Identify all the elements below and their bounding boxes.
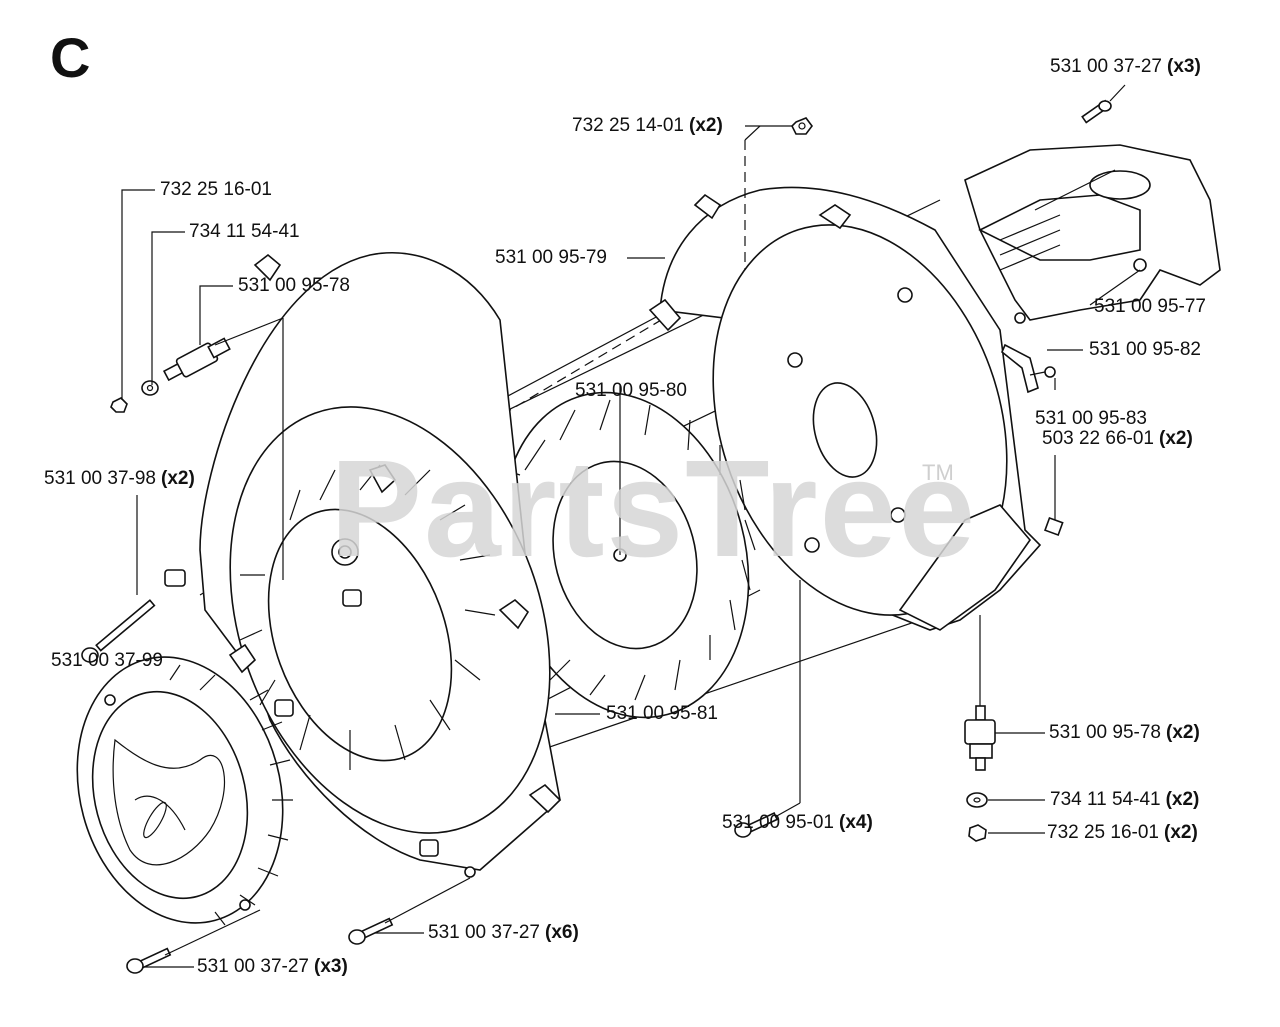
callout-screw-center[interactable]: 531 00 95-01(x4) <box>722 812 873 834</box>
watermark-trademark: TM <box>922 460 954 485</box>
part-quantity: (x3) <box>314 956 348 977</box>
bracket-right <box>1001 343 1056 394</box>
fan-part <box>487 391 756 719</box>
callout-cylinder-cover[interactable]: 531 00 95-77 <box>1094 296 1206 318</box>
callout-rear-housing[interactable]: 531 00 95-79 <box>495 247 607 269</box>
callout-nut-top[interactable]: 732 25 14-01(x2) <box>572 115 723 137</box>
part-number: 734 11 54-41 <box>189 221 300 242</box>
nut-top <box>791 117 813 135</box>
cylinder-cover-part <box>964 144 1221 324</box>
callout-screw-bottom-left[interactable]: 531 00 37-27(x3) <box>197 956 348 978</box>
stud-left <box>162 337 231 382</box>
washer-right <box>966 792 988 808</box>
callout-washer-left[interactable]: 734 11 54-41 <box>189 221 300 243</box>
part-quantity: (x2) <box>1159 428 1193 449</box>
front-housing-part <box>164 252 562 878</box>
callout-bracket-right[interactable]: 531 00 95-82 <box>1089 339 1201 361</box>
callout-mount-right[interactable]: 531 00 95-78(x2) <box>1049 722 1200 744</box>
part-number: 531 00 95-77 <box>1094 296 1206 317</box>
part-number: 732 25 14-01 <box>572 115 684 136</box>
callout-stud-left[interactable]: 531 00 95-78 <box>238 275 350 297</box>
part-number: 531 00 95-79 <box>495 247 607 268</box>
part-number: 531 00 95-82 <box>1089 339 1201 360</box>
callout-front-housing[interactable]: 531 00 95-81 <box>606 703 718 725</box>
part-number: 531 00 95-78 <box>238 275 350 296</box>
part-number: 503 22 66-01 <box>1042 428 1154 449</box>
part-number: 732 25 16-01 <box>1047 822 1159 843</box>
part-number: 531 00 37-27 <box>1050 56 1162 77</box>
part-number: 531 00 95-83 <box>1035 408 1147 429</box>
callout-washer-right[interactable]: 734 11 54-41(x2) <box>1050 789 1199 811</box>
part-quantity: (x2) <box>1165 789 1200 810</box>
part-quantity: (x2) <box>689 115 723 136</box>
part-quantity: (x6) <box>545 922 579 943</box>
callout-screw-top-right[interactable]: 531 00 37-27(x3) <box>1050 56 1201 78</box>
callout-nut-right[interactable]: 732 25 16-01(x2) <box>1047 822 1198 844</box>
washer-left <box>141 380 159 396</box>
part-quantity: (x2) <box>1166 722 1200 743</box>
screw-top-right <box>1081 99 1112 124</box>
leader-lines <box>121 84 1141 968</box>
nut-left <box>110 397 128 413</box>
callout-screw-bracket[interactable]: 531 00 95-83 <box>1035 408 1147 430</box>
part-number: 734 11 54-41 <box>1050 789 1161 810</box>
part-number: 531 00 37-27 <box>428 922 540 943</box>
square-nut-right <box>1044 516 1064 536</box>
part-number: 531 00 95-01 <box>722 812 834 833</box>
part-quantity: (x3) <box>1167 56 1201 77</box>
part-quantity: (x4) <box>839 812 873 833</box>
watermark-text: PartsTree <box>330 432 978 586</box>
callout-nut-left[interactable]: 732 25 16-01 <box>160 179 272 201</box>
callout-starter-cover[interactable]: 531 00 37-99 <box>51 650 163 672</box>
part-number: 531 00 95-81 <box>606 703 718 724</box>
screw-bottom-left <box>126 947 172 974</box>
part-number: 732 25 16-01 <box>160 179 272 200</box>
callout-bolt-left[interactable]: 531 00 37-98(x2) <box>44 468 195 490</box>
part-number: 531 00 95-78 <box>1049 722 1161 743</box>
part-quantity: (x2) <box>161 468 195 489</box>
callout-fan[interactable]: 531 00 95-80 <box>575 380 687 402</box>
rear-housing-part <box>648 140 1042 631</box>
bolt-left <box>81 599 156 663</box>
part-quantity: (x2) <box>1164 822 1198 843</box>
starter-cover-part <box>76 656 293 926</box>
part-number: 531 00 37-27 <box>197 956 309 977</box>
mount-right <box>964 615 996 771</box>
nut-right <box>968 824 987 842</box>
part-number: 531 00 95-80 <box>575 380 687 401</box>
callout-square-nut[interactable]: 503 22 66-01(x2) <box>1042 428 1193 450</box>
screw-center <box>734 580 801 838</box>
part-number: 531 00 37-99 <box>51 650 163 671</box>
part-number: 531 00 37-98 <box>44 468 156 489</box>
section-letter: C <box>50 26 91 89</box>
callout-screw-bottom[interactable]: 531 00 37-27(x6) <box>428 922 579 944</box>
screw-bottom <box>348 917 394 945</box>
